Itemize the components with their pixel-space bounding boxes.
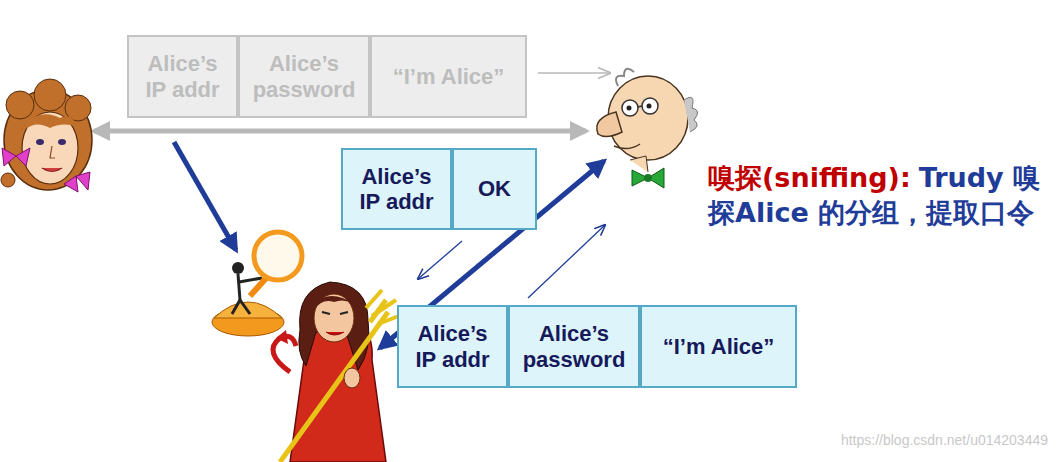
- trudy-figure: [273, 282, 404, 462]
- packet-field: “I’m Alice”: [640, 305, 797, 388]
- watermark: https://blog.csdn.net/u014203449: [841, 432, 1048, 448]
- field-text: Alice’s IP addr: [141, 51, 225, 102]
- packet-field: Alice’s password: [508, 305, 640, 388]
- caption-heading: 嗅探(sniffing):: [708, 162, 911, 193]
- reply-arrow: [418, 241, 462, 279]
- field-text: Alice’s password: [518, 321, 630, 372]
- field-text: Alice’s password: [248, 51, 360, 102]
- field-text: Alice’s IP addr: [411, 321, 495, 372]
- packet-field: Alice’s IP addr: [341, 148, 452, 230]
- packet-field: Alice’s IP addr: [397, 305, 508, 388]
- packet-field: OK: [452, 148, 537, 230]
- watermark-block: https://blog.csdn.net/u014203449: [841, 432, 1048, 448]
- send-arrow: [528, 225, 605, 298]
- sniff-arrow: [174, 142, 236, 250]
- packet-field: Alice’s IP addr: [127, 35, 238, 118]
- sniffer-icon: [212, 232, 302, 336]
- channel-arrow: [94, 129, 586, 134]
- caption-block: 嗅探(sniffing):Trudy 嗅探Alice 的分组，提取口令: [708, 160, 1044, 230]
- field-text: “I’m Alice”: [393, 64, 505, 89]
- field-text: “I’m Alice”: [663, 334, 775, 359]
- bob-figure: [597, 69, 698, 188]
- direction-arrow: [538, 72, 610, 74]
- field-text: Alice’s IP addr: [355, 164, 439, 215]
- field-text: OK: [478, 176, 511, 201]
- packet-field: “I’m Alice”: [370, 35, 527, 118]
- packet-field: Alice’s password: [238, 35, 370, 118]
- alice-figure: [1, 79, 92, 192]
